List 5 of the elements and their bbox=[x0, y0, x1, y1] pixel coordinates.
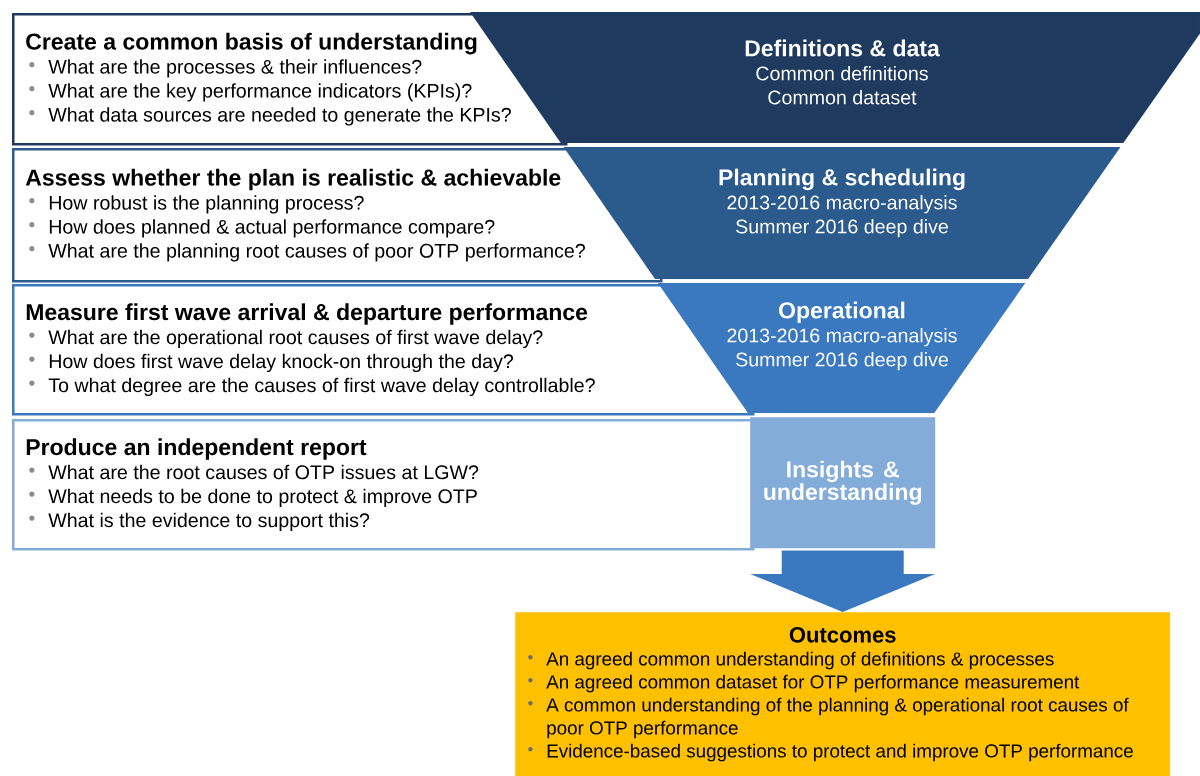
outcomes-box: Outcomes An agreed common understanding of definitions & processes An agreed common dataset for OTP performance measurement A common understanding of the planning & operational root causes of poor OTP performance Evidence-based suggestions to protect and improve OTP performance bbox=[515, 612, 1171, 776]
insights-box: Insights & understanding bbox=[750, 417, 936, 549]
funnel-segment: Operational 2013-2016 macro-analysis Summer 2016 deep dive bbox=[657, 283, 1026, 413]
question-box: Produce an independent report What are the root causes of OTP issues at LGW? What needs to be done to protect & improve OTP What is the evidence to support this? bbox=[12, 419, 755, 551]
block-arrow bbox=[750, 550, 936, 612]
